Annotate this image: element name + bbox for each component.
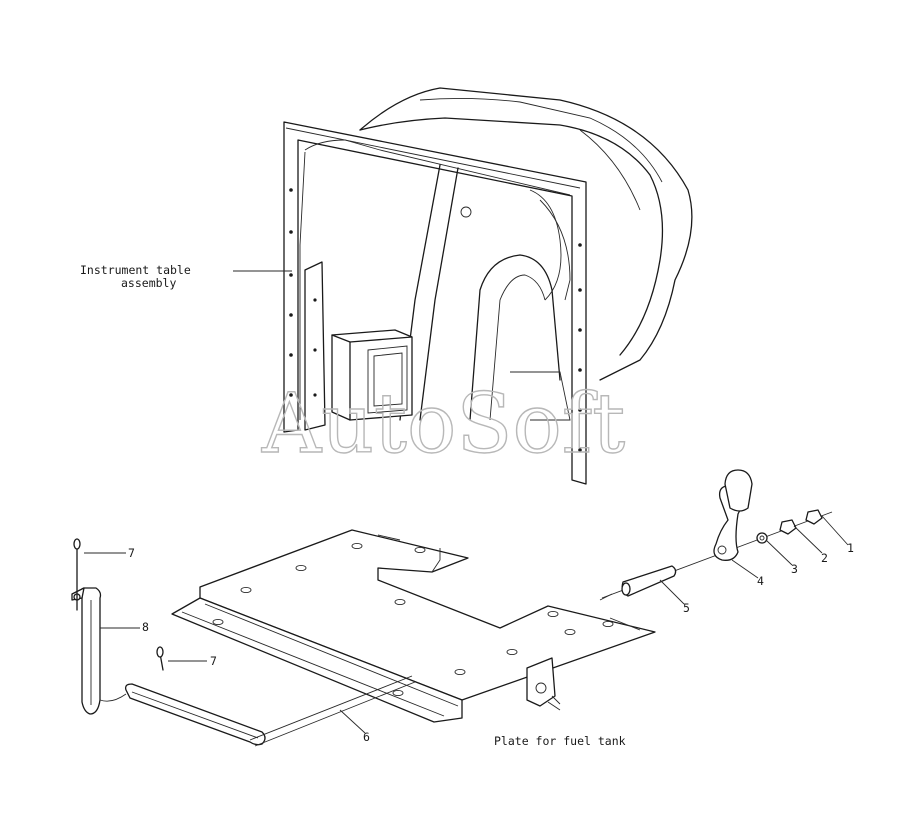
callout-2: 2 <box>821 551 828 565</box>
instrument-table-label-line2: assembly <box>121 276 176 290</box>
watermark: AutoSoft <box>261 377 625 472</box>
callout-4: 4 <box>757 574 764 588</box>
callout-8: 8 <box>142 620 149 634</box>
callout-7-top: 7 <box>128 546 135 560</box>
callout-6: 6 <box>363 730 370 744</box>
callout-3: 3 <box>791 562 798 576</box>
lever-handle-assembly <box>599 469 833 601</box>
fuel-plate-label: Plate for fuel tank <box>494 734 626 748</box>
callout-1: 1 <box>847 541 854 555</box>
fuel-tank-plate <box>171 529 656 723</box>
callout-5: 5 <box>683 601 690 615</box>
callout-leaders <box>84 515 849 734</box>
callout-7-bottom: 7 <box>210 654 217 668</box>
support-rod-assembly <box>71 538 416 747</box>
instrument-table-assembly <box>283 87 693 485</box>
instrument-table-label-line1: Instrument table <box>80 263 191 277</box>
